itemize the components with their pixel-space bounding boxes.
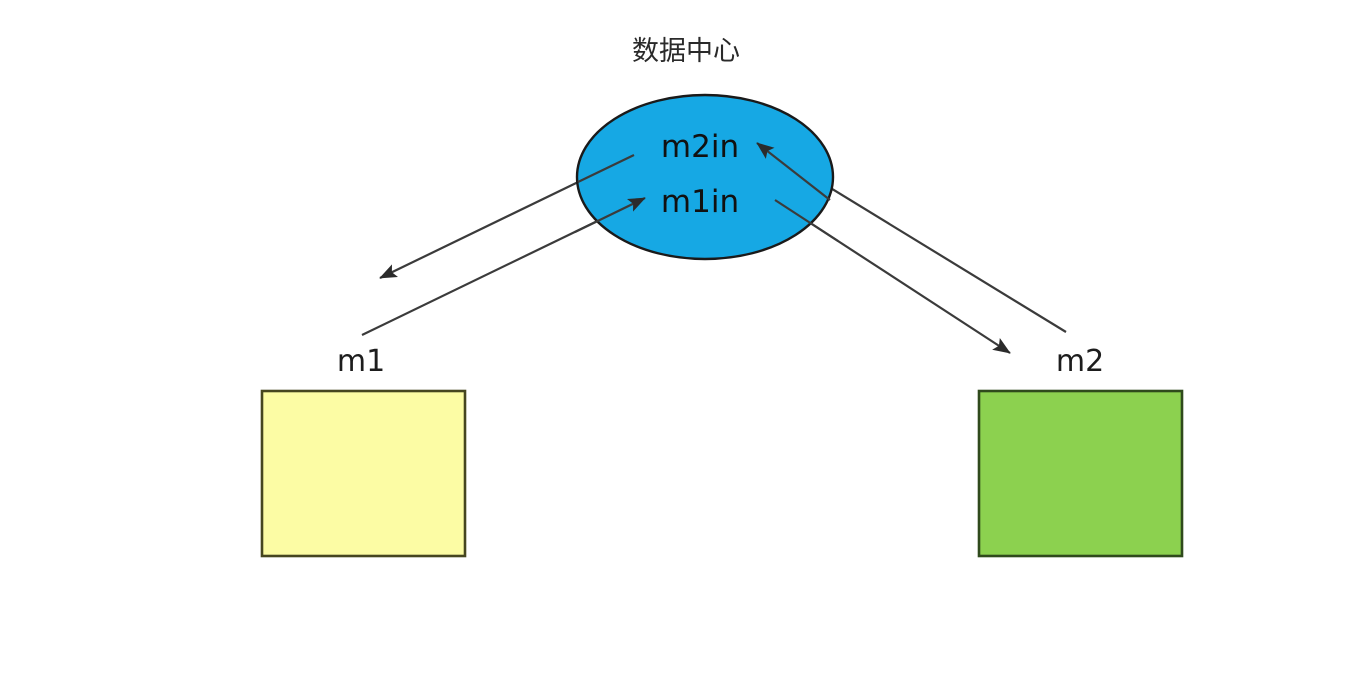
node-m1[interactable]: m1 xyxy=(260,344,467,558)
edge-overlay-group xyxy=(574,142,839,242)
edge-m1in-to-m2-overlay xyxy=(774,199,839,242)
edge-m2-to-m2in-overlay xyxy=(756,142,831,201)
edge-m1-to-m1in-overlay xyxy=(574,197,646,233)
datacenter-ellipse[interactable] xyxy=(575,93,835,261)
node-datacenter[interactable] xyxy=(575,93,835,261)
port-label-m2in: m2in xyxy=(661,129,739,165)
node-label-m1: m1 xyxy=(337,344,385,379)
diagram-title: 数据中心 xyxy=(632,36,740,67)
node-label-m2: m2 xyxy=(1056,344,1104,379)
port-label-m1in: m1in xyxy=(661,184,739,220)
m2-rect[interactable] xyxy=(977,389,1184,558)
node-m2[interactable]: m2 xyxy=(977,344,1184,558)
edge-m2in-to-m1-overlay xyxy=(577,154,635,183)
m1-rect[interactable] xyxy=(260,389,467,558)
